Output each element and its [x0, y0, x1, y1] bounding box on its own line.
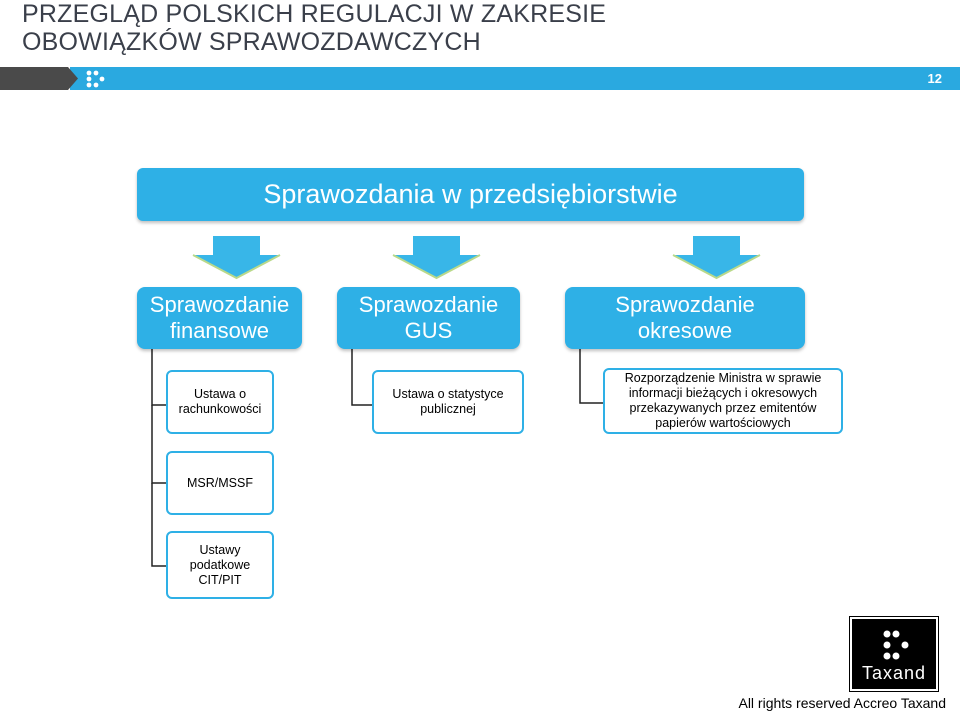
category-label: Sprawozdanie [615, 292, 755, 317]
sub-label: rachunkowości [178, 402, 262, 416]
category-label: finansowe [169, 318, 270, 343]
taxand-dots-icon [883, 630, 909, 660]
title-line-2: OBOWIĄZKÓW SPRAWOZDAWCZYCH [22, 28, 481, 56]
title-line-1: PRZEGLĄD POLSKICH REGULACJI W ZAKRESIE [22, 0, 607, 28]
sub-label: Ustawy [199, 542, 241, 557]
connector-lines [151, 349, 603, 567]
logo-text: Taxand [861, 663, 927, 683]
arrow-down-icon [192, 236, 281, 280]
category-label: Sprawozdanie [358, 292, 499, 317]
sub-label: przekazywanych przez emitentów [629, 401, 817, 415]
sub-label: podatkowe [189, 557, 251, 572]
sub-rozporzadzenie: Rozporządzenie Ministra w sprawie inform… [603, 368, 843, 434]
sub-label: CIT/PIT [198, 572, 242, 587]
sub-label: Ustawa o statystyce [392, 387, 504, 401]
dots-logo-icon [86, 70, 105, 88]
sub-label: informacji bieżących i okresowych [628, 386, 818, 400]
sub-ustawa-o-statystyce: Ustawa o statystyce publicznej [372, 370, 524, 434]
sub-label: MSR/MSSF [187, 475, 253, 490]
arrow-down-icon [392, 236, 481, 280]
taxand-logo: Taxand [849, 616, 939, 692]
top-box: Sprawozdania w przedsiębiorstwie [137, 168, 804, 221]
sub-label: publicznej [420, 402, 476, 416]
category-label: Sprawozdanie [149, 292, 290, 317]
category-sprawozdanie-gus: Sprawozdanie GUS [337, 287, 520, 349]
header-band [70, 67, 960, 90]
page-title: PRZEGLĄD POLSKICH REGULACJI W ZAKRESIE O… [22, 0, 606, 56]
page-number: 12 [927, 71, 942, 86]
sub-label: papierów wartościowych [655, 416, 791, 430]
sub-label: Ustawa o [193, 387, 247, 401]
sub-ustawy-podatkowe: Ustawy podatkowe CIT/PIT [166, 531, 274, 599]
category-sprawozdanie-finansowe: Sprawozdanie finansowe [137, 287, 302, 349]
sub-msr-mssf: MSR/MSSF [166, 451, 274, 515]
category-sprawozdanie-okresowe: Sprawozdanie okresowe [565, 287, 805, 349]
sub-ustawa-o-rachunkowosci: Ustawa o rachunkowości [166, 370, 274, 434]
sub-label: Rozporządzenie Ministra w sprawie [624, 371, 822, 385]
header-band-arrow [0, 67, 78, 90]
category-label: GUS [404, 318, 453, 343]
arrow-down-icon [672, 236, 761, 280]
footer-copyright: All rights reserved Accreo Taxand [738, 695, 946, 711]
category-label: okresowe [637, 318, 733, 343]
